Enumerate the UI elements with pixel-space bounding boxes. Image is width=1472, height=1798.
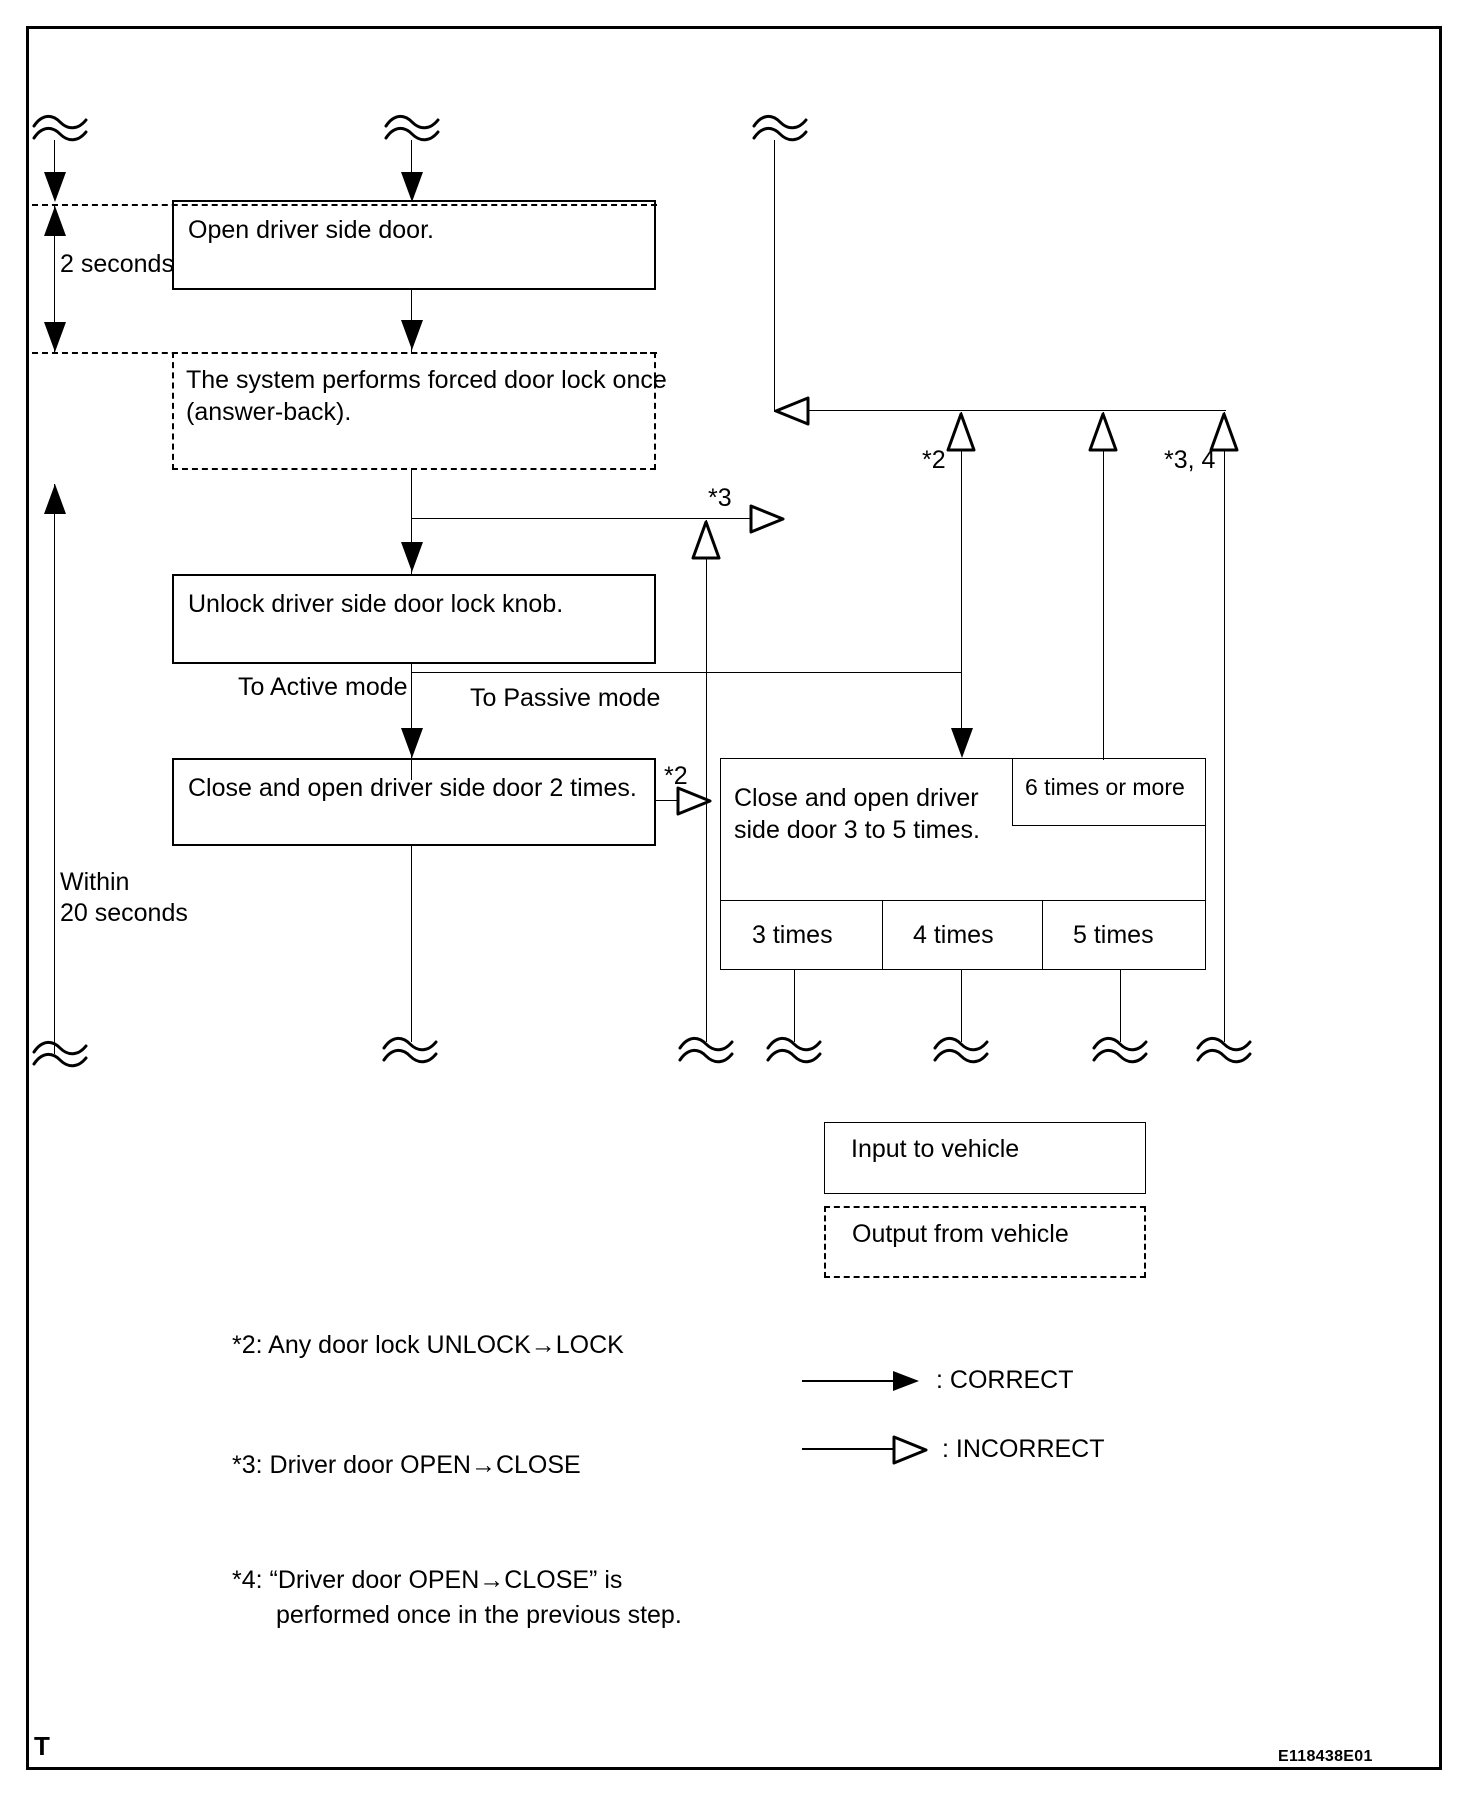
step-forced-door-lock-box: The system performs forced door lock onc…: [172, 352, 667, 470]
step-unlock-knob-label: Unlock driver side door lock knob.: [188, 590, 564, 618]
incorrect-arrow-riser-star34-up: [1209, 412, 1239, 452]
riser-star2-vline: [961, 412, 962, 734]
label-to-active-mode: To Active mode: [238, 673, 408, 701]
timing-band-line-top: [32, 204, 657, 206]
count-cell-divider-2: [1042, 900, 1043, 970]
step-close-open-2-times-box: Close and open driver side door 2 times.: [172, 758, 656, 846]
step-unlock-knob-box: Unlock driver side door lock knob.: [172, 574, 656, 664]
legend-incorrect-label: : INCORRECT: [942, 1434, 1105, 1463]
passive-mode-hline: [411, 672, 961, 673]
incorrect-arrow-star3-right: [749, 504, 785, 534]
two-seconds-arrow-up: [44, 206, 66, 236]
two-seconds-measure-line: [54, 206, 55, 352]
legend-correct-row: : CORRECT: [802, 1366, 1074, 1395]
legend-output-label: Output from vehicle: [852, 1220, 1069, 1248]
break-squiggle-right-top: [752, 112, 810, 146]
step-open-driver-door-box: Open driver side door.: [172, 200, 656, 290]
within-20-seconds-arrow-up: [44, 484, 66, 514]
two-seconds-label: 2 seconds: [60, 250, 174, 278]
center-line-bottom: [411, 846, 412, 1042]
riser-star3-vline: [706, 520, 707, 1042]
legend-input-box: Input to vehicle: [824, 1122, 1146, 1194]
step-open-driver-door-label: Open driver side door.: [188, 216, 434, 244]
step-six-times-or-more-cell: 6 times or more: [1012, 758, 1206, 826]
count-cell-divider-1: [882, 900, 883, 970]
break-squiggle-left-top: [32, 112, 90, 146]
break-squiggle-count-3: [766, 1034, 824, 1068]
step-six-times-or-more-label: 6 times or more: [1025, 774, 1185, 800]
break-squiggle-count-4: [933, 1034, 991, 1068]
footnote-star4-line1: *4: “Driver door OPEN→CLOSE” is: [232, 1566, 623, 1594]
edge-label-star2-mid: *2: [922, 446, 946, 474]
return-bus-hline: [774, 410, 1226, 411]
footnote-star2: *2: Any door lock UNLOCK→LOCK: [232, 1331, 624, 1359]
count-drop-line-4: [961, 970, 962, 1042]
step-close-open-2-times-label: Close and open driver side door 2 times.: [188, 774, 637, 802]
edge-label-star34: *3, 4: [1164, 446, 1216, 474]
arrow-down-into-3to5-box: [951, 728, 973, 758]
legend-correct-label: : CORRECT: [936, 1366, 1074, 1394]
step-close-open-3to5-label-line2: side door 3 to 5 times.: [734, 816, 980, 844]
riser-star34-vline: [1224, 412, 1225, 1042]
page-border: [26, 26, 1442, 1770]
within-20-seconds-line: [54, 484, 55, 1054]
step-forced-door-lock-label-line1: The system performs forced door lock onc…: [186, 366, 667, 394]
label-to-passive-mode: To Passive mode: [470, 684, 661, 712]
break-squiggle-left-bottom: [32, 1038, 90, 1072]
step-forced-door-lock-label-line2: (answer-back).: [186, 398, 352, 426]
active-mode-arrow-down: [401, 728, 423, 758]
break-squiggle-star34-bottom: [1196, 1034, 1254, 1068]
center-arrow-down-3: [401, 542, 423, 572]
incorrect-arrow-riser-star2-up: [946, 412, 976, 452]
incorrect-arrow-star2-left: [676, 786, 712, 816]
diagram-code: E118438E01: [1278, 1748, 1373, 1765]
incorrect-arrow-return-left: [774, 396, 810, 426]
correct-arrowhead-icon: [893, 1370, 919, 1391]
incorrect-arrowhead-icon: [892, 1435, 928, 1465]
legend-correct-line: [802, 1379, 894, 1382]
timing-line-top: [54, 140, 55, 184]
break-squiggle-center-top: [384, 112, 442, 146]
center-arrow-down-2: [401, 320, 423, 350]
riser-six-times-vline: [1103, 412, 1104, 760]
within-20-seconds-label-line1: Within: [60, 868, 130, 896]
within-20-seconds-label-line2: 20 seconds: [60, 899, 188, 927]
active-mode-line: [411, 664, 412, 780]
break-squiggle-count-5: [1092, 1034, 1150, 1068]
count-cell-5-times: 5 times: [1073, 921, 1154, 949]
branch-star3-hline: [411, 518, 751, 519]
count-drop-line-5: [1120, 970, 1121, 1042]
footnote-star4-line2: performed once in the previous step.: [276, 1601, 682, 1629]
legend-input-label: Input to vehicle: [851, 1135, 1020, 1163]
legend-incorrect-line: [802, 1448, 894, 1450]
footnote-star3: *3: Driver door OPEN→CLOSE: [232, 1451, 581, 1479]
count-cell-3-times: 3 times: [752, 921, 833, 949]
break-squiggle-star3-bottom: [678, 1034, 736, 1068]
timing-arrow-down-top: [44, 172, 66, 202]
count-row-top-divider: [720, 900, 1206, 901]
center-arrow-down-1: [401, 172, 423, 202]
edge-label-star3: *3: [708, 484, 732, 512]
step-close-open-3to5-label-line1: Close and open driver: [734, 784, 979, 812]
two-seconds-arrow-down: [44, 322, 66, 352]
count-drop-line-3: [794, 970, 795, 1042]
right-step-table: [720, 758, 1206, 970]
incorrect-arrow-riser-star3-up: [691, 520, 721, 560]
legend-output-box: Output from vehicle: [824, 1206, 1146, 1278]
legend-incorrect-row: : INCORRECT: [802, 1434, 1105, 1465]
center-line-3: [411, 470, 412, 576]
count-cell-4-times: 4 times: [913, 921, 994, 949]
edge-label-star2-left: *2: [664, 762, 688, 790]
right-return-vline: [774, 140, 775, 412]
center-line-top: [411, 140, 412, 184]
incorrect-arrow-riser-six-times-up: [1088, 412, 1118, 452]
break-squiggle-center-bottom: [382, 1034, 440, 1068]
corner-mark-t: T: [34, 1731, 50, 1761]
